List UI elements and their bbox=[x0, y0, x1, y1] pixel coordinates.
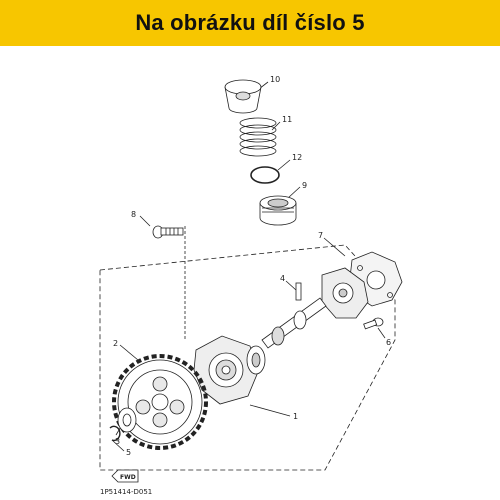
callout-12: 12 bbox=[292, 153, 302, 162]
cap-part bbox=[224, 79, 262, 114]
fwd-arrow-icon bbox=[111, 469, 139, 483]
leader-1 bbox=[249, 404, 291, 417]
leader-9 bbox=[287, 186, 301, 199]
diagram-code: 1P51414-D051 bbox=[100, 488, 152, 496]
pin-part bbox=[295, 282, 302, 301]
leader-7 bbox=[323, 237, 346, 257]
spring-part bbox=[239, 117, 277, 157]
pump-shaft bbox=[261, 297, 327, 349]
leader-4 bbox=[285, 280, 297, 291]
callout-3: 3 bbox=[115, 437, 120, 446]
leader-12 bbox=[277, 159, 291, 171]
bolt-part bbox=[363, 317, 384, 330]
assembly-outline bbox=[99, 244, 396, 471]
leader-5 bbox=[111, 439, 125, 452]
leader-8 bbox=[139, 215, 151, 227]
callout-7: 7 bbox=[318, 231, 323, 240]
leader-11 bbox=[271, 121, 281, 131]
callout-8: 8 bbox=[131, 210, 136, 219]
washer-part bbox=[117, 407, 137, 433]
screw-part bbox=[152, 225, 184, 239]
pump-cover bbox=[321, 267, 369, 319]
callout-11: 11 bbox=[282, 115, 292, 124]
banner-title: Na obrázku díl číslo 5 bbox=[135, 10, 365, 35]
callout-4: 4 bbox=[280, 274, 285, 283]
title-banner: Na obrázku díl číslo 5 bbox=[0, 0, 500, 46]
pump-body bbox=[193, 335, 266, 405]
callout-1: 1 bbox=[293, 412, 298, 421]
callout-6: 6 bbox=[386, 338, 391, 347]
circlip-part bbox=[109, 425, 121, 442]
gear-part bbox=[112, 354, 208, 450]
leader-2 bbox=[119, 344, 139, 361]
callout-2: 2 bbox=[113, 339, 118, 348]
fwd-label: FWD bbox=[120, 474, 136, 481]
callout-9: 9 bbox=[302, 181, 307, 190]
plug-part bbox=[259, 195, 297, 226]
leader-6 bbox=[377, 327, 386, 339]
callout-5: 5 bbox=[126, 448, 131, 457]
o-ring-part bbox=[250, 166, 280, 184]
callout-10: 10 bbox=[270, 75, 280, 84]
